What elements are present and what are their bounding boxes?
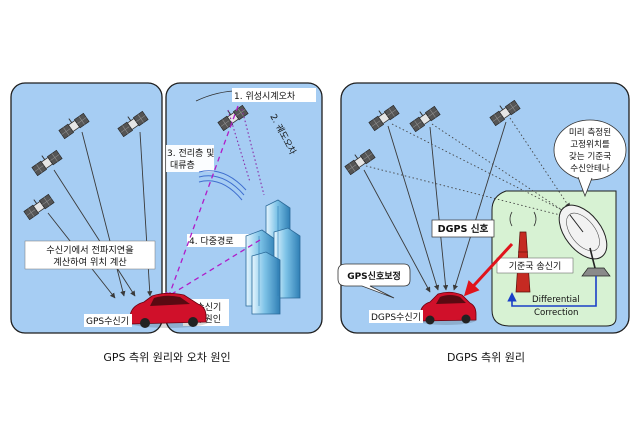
building-icon [245, 199, 301, 315]
dgps-signal-label: DGPS 신호 [438, 223, 489, 235]
transmitter-label-box [496, 257, 574, 274]
station-note: 미리 측정된 고정위치를 갖는 기준국 수신안테나 [553, 119, 627, 198]
gps-receiver-label-box [84, 314, 132, 327]
error-3-label-line2: 대류층 [170, 160, 195, 171]
correction-label: GPS신호보정 [347, 270, 401, 282]
ionosphere-arcs [198, 170, 247, 201]
station-note-line2: 고정위치를 [570, 139, 610, 150]
error-4-label: 4. 다중경로 [189, 235, 234, 247]
receiver-note-line2: 계산하여 위치 계산 [53, 256, 127, 268]
receiver-note-line1: 수신기에서 전파지연을 [46, 245, 133, 256]
station-note-line3: 갖는 기준국 [569, 150, 611, 162]
left-caption: GPS 측위 원리와 오차 원인 [103, 351, 230, 364]
dgps-reference-lines [365, 117, 571, 218]
dgps-receiver-label-box [369, 310, 423, 323]
receiver-note: 수신기에서 전파지연을 계산하여 위치 계산 [24, 240, 156, 270]
dgps-signal-box [431, 219, 495, 238]
dgps-receiver-label: DGPS수신기 [371, 312, 421, 323]
right-caption: DGPS 측위 원리 [447, 351, 525, 364]
gps-error-paths [161, 105, 265, 302]
gps-receiver-label: GPS수신기 [86, 316, 129, 327]
transmitter-label: 기준국 송신기 [509, 261, 562, 272]
dish-antenna-icon [558, 204, 611, 277]
differential-correction: Differential Correction [507, 276, 597, 318]
differential-label-line2: Correction [534, 308, 578, 318]
gps-panel-a [10, 82, 163, 334]
station-note-line4: 수신안테나 [570, 163, 610, 174]
error-1-label: 1. 위성시계오차 [234, 90, 296, 102]
correction-callout: GPS신호보정 [337, 263, 411, 299]
car-icon [128, 292, 208, 328]
station-note-line1: 미리 측정된 [569, 126, 611, 138]
dgps-signal-lines [363, 121, 507, 293]
dgps-correction-arrow [463, 242, 514, 297]
car-icon [416, 291, 477, 325]
differential-label-line1: Differential [532, 295, 580, 305]
error-3-label-line1: 3. 전리층 및 [167, 147, 214, 159]
